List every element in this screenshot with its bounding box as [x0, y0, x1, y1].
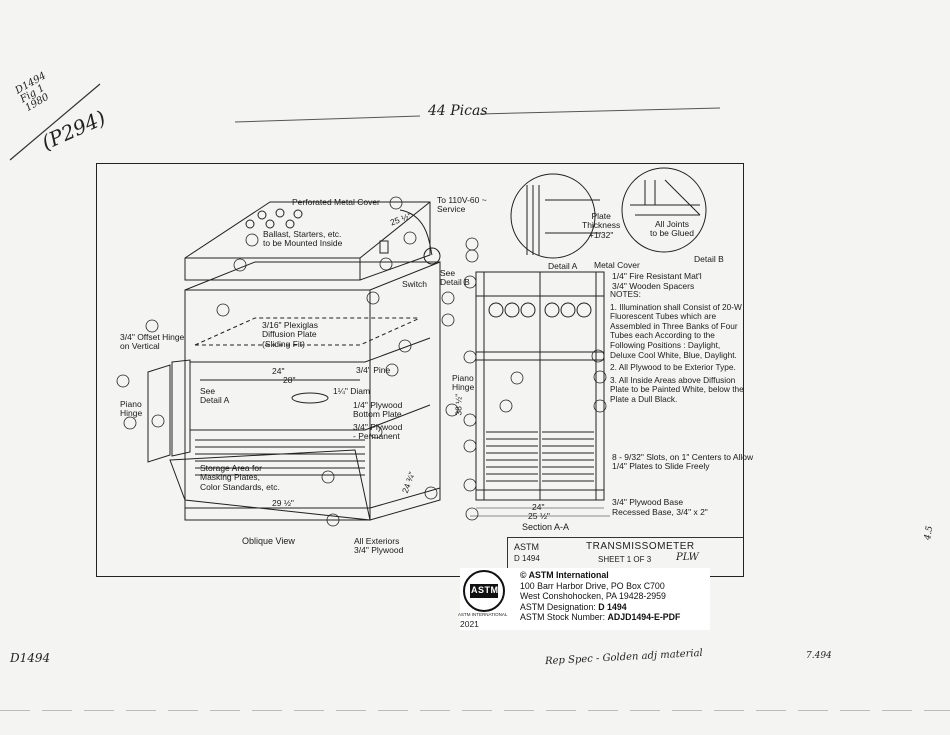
label-fire-resistant: 1/4" Fire Resistant Mat'l	[612, 271, 702, 281]
copyright-line2: 100 Barr Harbor Drive, PO Box C700	[520, 580, 665, 591]
label-see-detail-b: See Detail B	[440, 268, 470, 288]
label-oblique-view: Oblique View	[242, 536, 295, 546]
notes-heading: NOTES:	[610, 289, 641, 299]
handwritten-top-note: 44 Picas	[428, 103, 488, 119]
label-plywood-bottom: 1/4" Plywood Bottom Plate	[353, 400, 403, 420]
copyright-designation: ASTM Designation: D 1494	[520, 601, 627, 612]
label-detail-a: Detail A	[548, 261, 578, 271]
note-item: 1. Illumination shall Consist of 20-W Fl…	[610, 301, 742, 360]
label-plexiglas: 3/16" Plexiglas Diffusion Plate (Sliding…	[262, 320, 318, 349]
label-perforated-cover: Perforated Metal Cover	[292, 197, 380, 207]
astm-logo-caption: ASTM INTERNATIONAL	[458, 612, 508, 617]
label-offset-hinge: 3/4" Offset Hinge on Vertical	[120, 332, 185, 352]
handwritten-right-bottom: 7.494	[806, 651, 832, 661]
label-dim-24-b: 24"	[532, 502, 545, 512]
label-piano-hinge-right: Piano Hinge	[452, 373, 475, 393]
label-plate-thickness: Plate Thickness +1/32"	[582, 211, 621, 240]
handwritten-left-bottom: D1494	[10, 651, 51, 665]
title-block: ASTM D 1494 TRANSMISSOMETER SHEET 1 OF 3…	[507, 537, 743, 576]
note-item: 2. All Plywood to be Exterior Type.	[610, 362, 736, 373]
note-item: 3. All Inside Areas above Diffusion Plat…	[610, 374, 744, 405]
label-dim-38-half: 38 ½"	[453, 393, 464, 416]
label-power: To 110V-60 ~ Service	[437, 195, 487, 215]
label-pine: 3/4" Pine	[356, 365, 391, 375]
label-dim-25-half-b: 25 ½"	[528, 511, 550, 521]
copyright-stock: ASTM Stock Number: ADJD1494-E-PDF	[520, 612, 681, 623]
label-section-aa: Section A-A	[522, 522, 570, 532]
copyright-line1: © ASTM International	[520, 570, 609, 580]
title-block-designation: D 1494	[514, 554, 540, 563]
notes-block: NOTES: 1. Illumination shall Consist of …	[610, 289, 744, 408]
label-detail-b: Detail B	[694, 254, 724, 264]
title-block-initials: PLW	[676, 552, 699, 563]
copyright-year: 2021	[460, 619, 479, 629]
label-see-detail-a: See Detail A	[200, 386, 230, 406]
copyright-stamp: ASTM ASTM INTERNATIONAL 2021 © ASTM Inte…	[458, 568, 710, 630]
astm-logo-icon	[463, 570, 505, 612]
label-wooden-spacers: 3/4" Wooden Spacers	[612, 281, 695, 291]
label-all-exteriors: All Exteriors 3/4" Plywood	[354, 536, 404, 556]
label-piano-hinge-left: Piano Hinge	[120, 399, 143, 419]
label-diam: 1¼" Diam	[333, 386, 371, 396]
copyright-line3: West Conshohocken, PA 19428-2959	[520, 591, 666, 602]
label-all-joints: All Joints to be Glued	[650, 219, 694, 239]
label-dim-28: 28"	[283, 375, 296, 385]
title-block-org: ASTM	[514, 542, 540, 552]
label-metal-cover: Metal Cover	[594, 260, 640, 270]
title-block-title: TRANSMISSOMETER	[586, 541, 695, 552]
scan-bottom-edge	[0, 710, 950, 711]
label-recessed-base: Recessed Base, 3/4" x 2"	[612, 507, 708, 517]
label-plywood-base: 3/4" Plywood Base	[612, 497, 684, 507]
label-ballast: Ballast, Starters, etc. to be Mounted In…	[263, 229, 343, 249]
label-storage: Storage Area for Masking Plates, Color S…	[200, 463, 280, 492]
title-block-sheet: SHEET 1 OF 3	[598, 555, 652, 564]
drawing-frame	[96, 163, 744, 577]
label-plywood-perm: 3/4" Plywood - Permanent	[353, 422, 403, 442]
label-slots: 8 - 9/32" Slots, on 1" Centers to Allow …	[612, 452, 754, 472]
label-dim-29-half: 29 ½"	[272, 498, 294, 508]
label-switch: Switch	[402, 279, 428, 289]
label-dim-24: 24"	[272, 366, 285, 376]
astm-logo-text: ASTM	[471, 585, 499, 595]
